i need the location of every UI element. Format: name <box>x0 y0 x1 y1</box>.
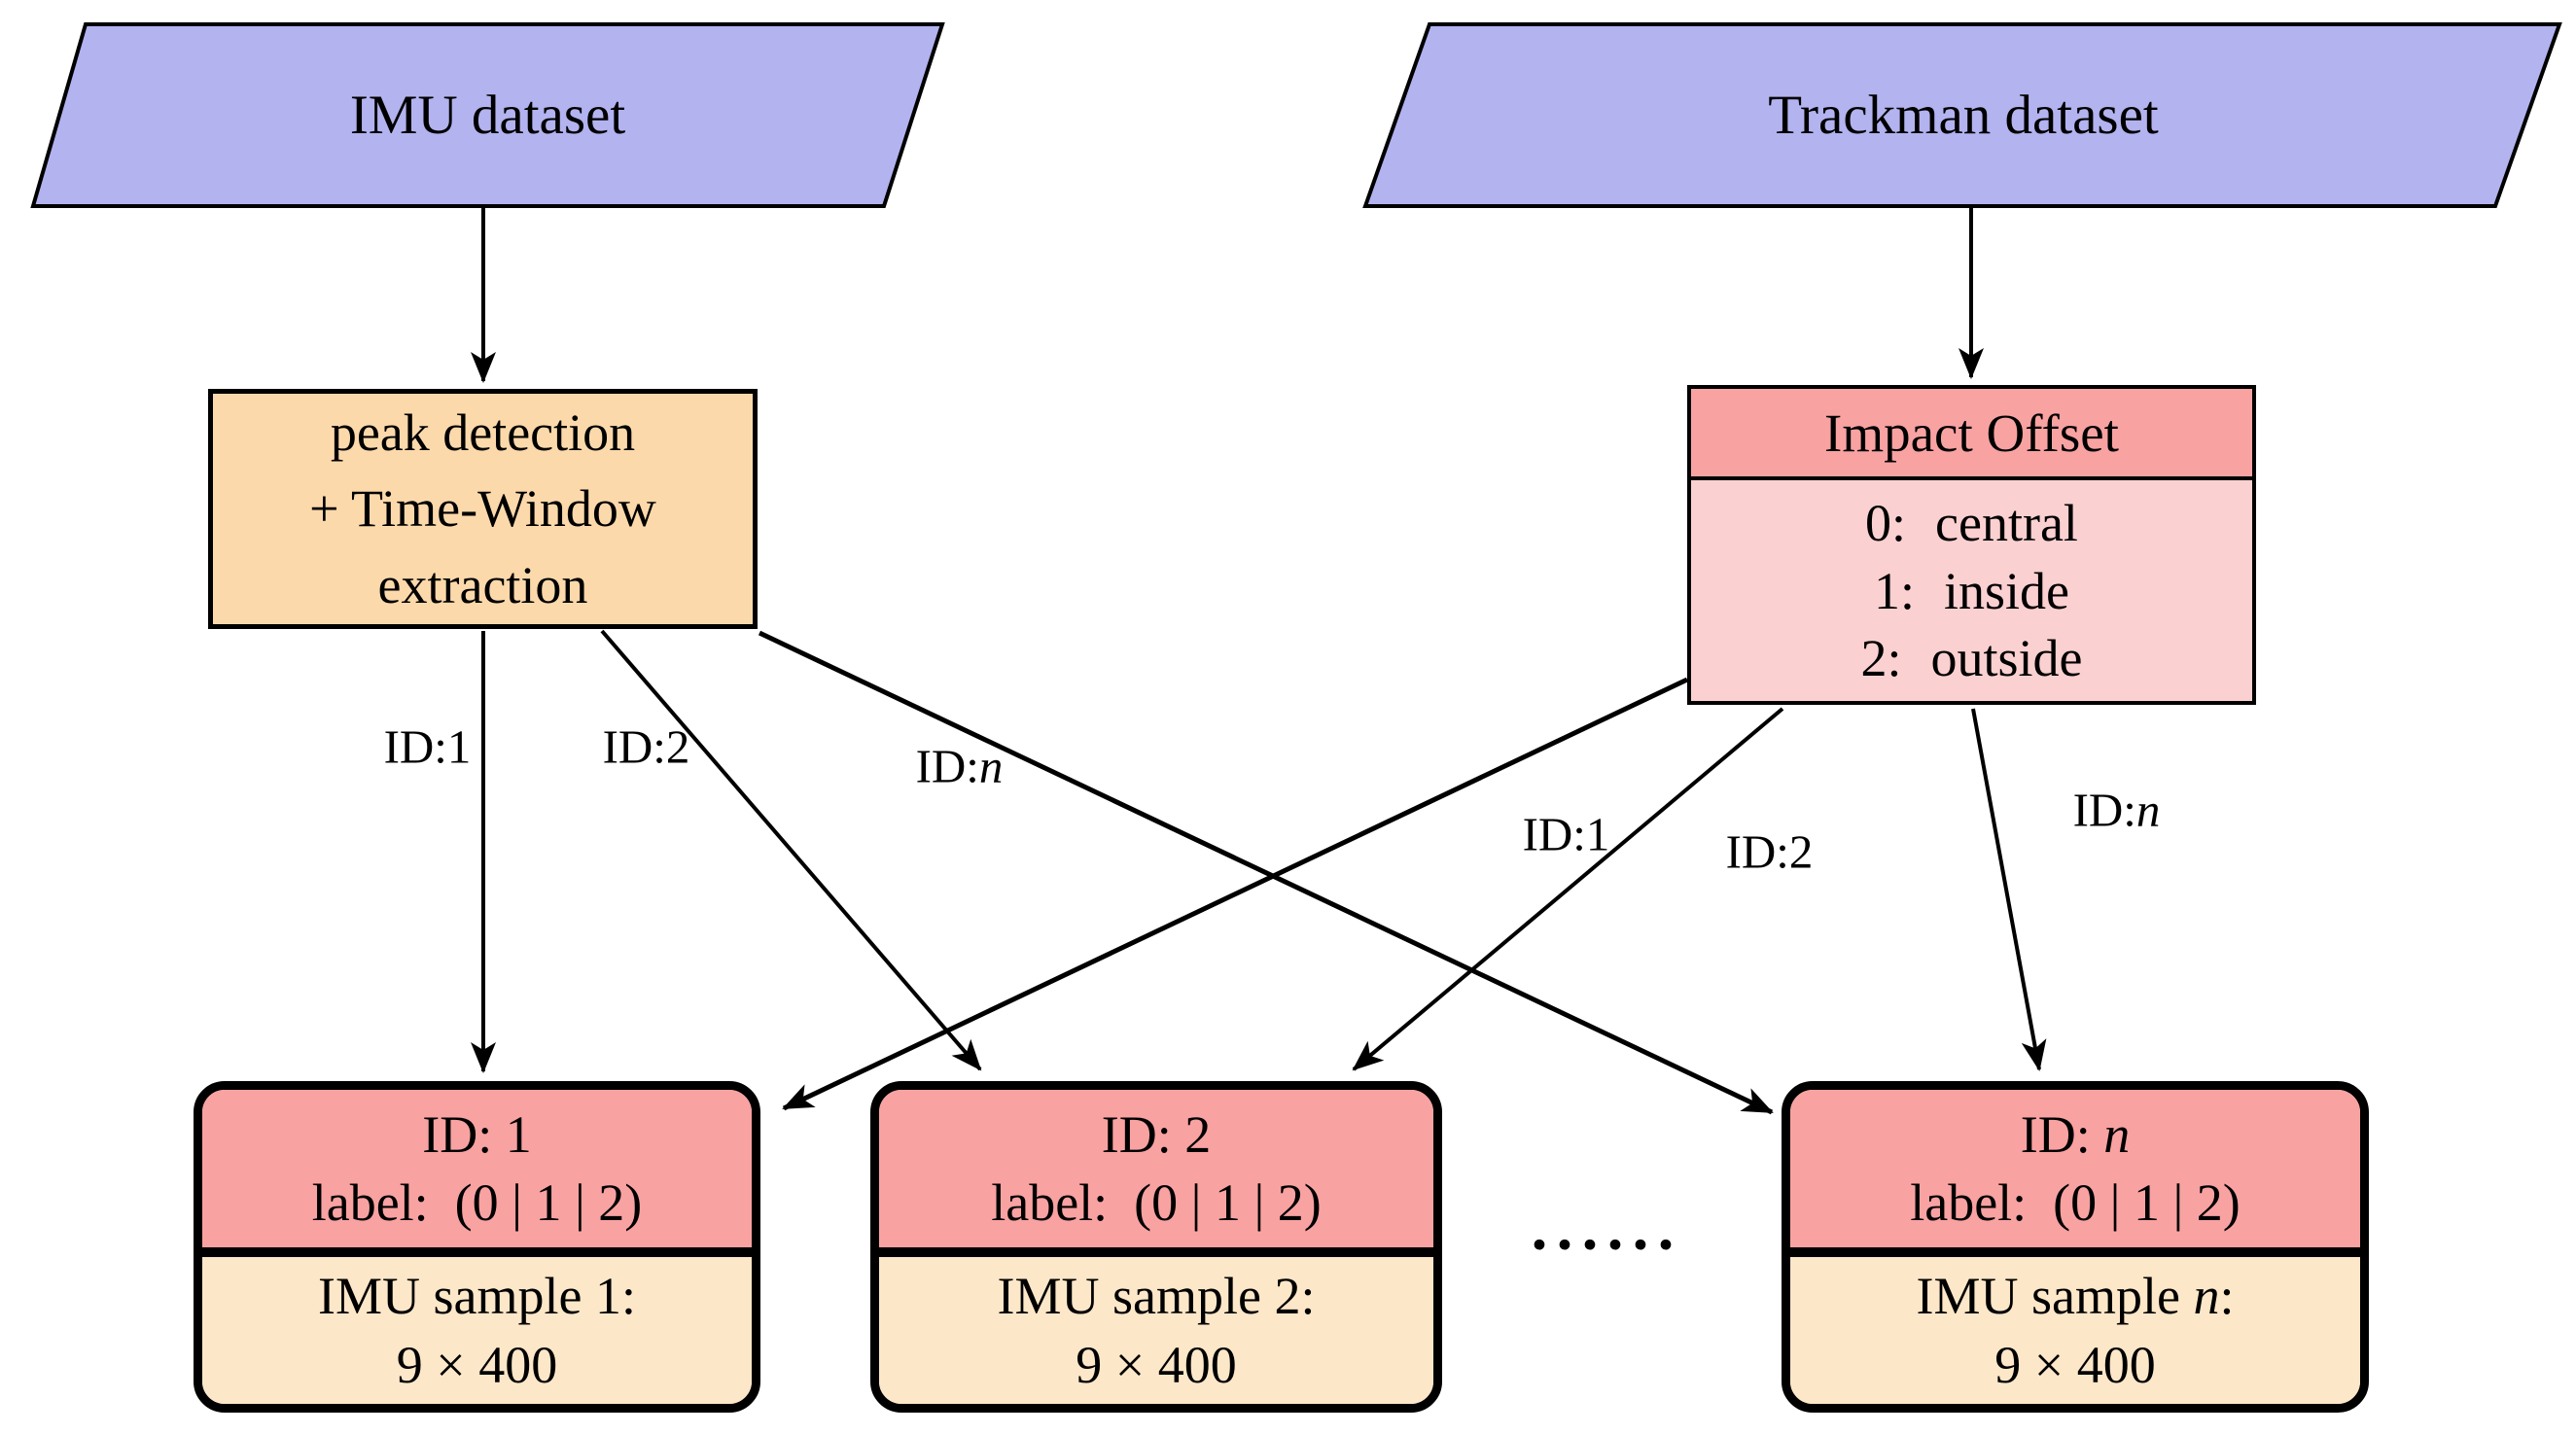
impact-row-num: 1: <box>1873 561 1915 620</box>
sample-box-2-id-section: ID: 2 label: (0 | 1 | 2) <box>879 1090 1433 1247</box>
label-line: label: (0 | 1 | 2) <box>1910 1173 2241 1232</box>
impact-offset-table: Impact Offset 0: central 1: inside 2: ou… <box>1687 385 2256 705</box>
imu-dataset-shape <box>30 22 945 208</box>
edge-label-prefix: ID: <box>915 739 979 793</box>
id-line: ID: 2 <box>1102 1101 1211 1169</box>
trackman-dataset-label: Trackman dataset <box>1768 85 2159 146</box>
trackman-dataset-shape <box>1362 22 2562 208</box>
edge-label-process-id2: ID:2 <box>555 664 690 830</box>
edge-label-process-id1: ID:1 <box>336 664 472 830</box>
impact-row-word: outside <box>1930 628 2083 687</box>
sample-value: 1 <box>594 1267 621 1326</box>
impact-offset-header: Impact Offset <box>1691 389 2252 480</box>
edge-label-impact-idn: ID:n <box>2026 727 2161 893</box>
imu-dataset-label: IMU dataset <box>349 85 626 146</box>
impact-row-central: 0: central <box>1691 493 2252 553</box>
impact-row-word: inside <box>1944 561 2069 620</box>
process-label: peak detection + Time-Window extraction <box>309 403 656 614</box>
id-value: 2 <box>1184 1104 1212 1164</box>
sample-suffix: : <box>620 1267 636 1326</box>
id-line: ID: n <box>2021 1101 2130 1169</box>
edge-label-process-idn: ID:n <box>868 683 1004 850</box>
edge-label-prefix: ID: <box>383 719 447 774</box>
edge-label-prefix: ID: <box>1522 807 1586 861</box>
sample-line: IMU sample 2: <box>998 1262 1316 1330</box>
edge-label-value: 1 <box>1585 807 1610 861</box>
sample-prefix: IMU sample <box>1916 1267 2194 1326</box>
sample-prefix: IMU sample <box>997 1267 1275 1326</box>
impact-row-outside: 2: outside <box>1691 628 2252 688</box>
id-line: ID: 1 <box>422 1101 531 1169</box>
id-prefix: ID: <box>1101 1104 1185 1164</box>
edge-label-prefix: ID: <box>1725 824 1789 879</box>
edge-label-value: 2 <box>1788 824 1814 879</box>
trackman-dataset-node: Trackman dataset <box>1365 24 2561 206</box>
arrow-impact-to-samplen <box>1971 708 2047 1071</box>
edge-label-prefix: ID: <box>2072 783 2136 837</box>
sample-value: 2 <box>1274 1267 1301 1326</box>
id-prefix: ID: <box>2020 1104 2104 1164</box>
edge-label-value: 2 <box>665 719 690 774</box>
sample-line: IMU sample 1: <box>318 1262 636 1330</box>
sample-line: IMU sample n: <box>1917 1262 2235 1330</box>
sample-prefix: IMU sample <box>318 1267 595 1326</box>
edge-label-value: n <box>2135 783 2161 837</box>
sample-box-n-id-section: ID: n label: (0 | 1 | 2) <box>1790 1090 2360 1247</box>
id-value: n <box>2103 1104 2131 1164</box>
impact-offset-title: Impact Offset <box>1824 402 2119 463</box>
arrow-impact-to-sample2 <box>1352 707 1784 1071</box>
edge-label-value: n <box>978 739 1004 793</box>
ellipsis-dots: ······ <box>1528 1209 1681 1280</box>
impact-row-num: 2: <box>1860 628 1902 687</box>
edge-label-value: 1 <box>446 719 472 774</box>
arrow-impact-to-sample1 <box>782 677 1689 1111</box>
sample-box-1-data-section: IMU sample 1: 9 × 400 <box>202 1247 752 1404</box>
edge-label-impact-id1: ID:1 <box>1475 752 1610 918</box>
sample-box-1-id-section: ID: 1 label: (0 | 1 | 2) <box>202 1090 752 1247</box>
process-node: peak detection + Time-Window extraction <box>208 389 758 629</box>
sample-suffix: : <box>1300 1267 1316 1326</box>
sample-box-2-data-section: IMU sample 2: 9 × 400 <box>879 1247 1433 1404</box>
size-line: 9 × 400 <box>1076 1335 1237 1394</box>
sample-box-n-data-section: IMU sample n: 9 × 400 <box>1790 1247 2360 1404</box>
id-prefix: ID: <box>422 1104 506 1164</box>
label-line: label: (0 | 1 | 2) <box>311 1173 643 1232</box>
size-line: 9 × 400 <box>1994 1335 2156 1394</box>
sample-box-n: ID: n label: (0 | 1 | 2) IMU sample n: 9… <box>1782 1081 2369 1413</box>
impact-offset-body: 0: central 1: inside 2: outside <box>1691 480 2252 701</box>
sample-box-1: ID: 1 label: (0 | 1 | 2) IMU sample 1: 9… <box>194 1081 760 1413</box>
impact-row-num: 0: <box>1865 494 1907 553</box>
imu-dataset-node: IMU dataset <box>33 24 942 206</box>
edge-label-prefix: ID: <box>602 719 666 774</box>
sample-box-2: ID: 2 label: (0 | 1 | 2) IMU sample 2: 9… <box>870 1081 1442 1413</box>
size-line: 9 × 400 <box>396 1335 558 1394</box>
label-line: label: (0 | 1 | 2) <box>991 1173 1322 1232</box>
sample-value: n <box>2193 1267 2220 1326</box>
impact-row-word: central <box>1935 494 2078 553</box>
id-value: 1 <box>505 1104 532 1164</box>
edge-label-impact-id2: ID:2 <box>1678 769 1814 935</box>
sample-suffix: : <box>2219 1267 2235 1326</box>
impact-row-inside: 1: inside <box>1691 561 2252 621</box>
arrow-process-to-samplen <box>758 630 1774 1115</box>
arrow-process-to-sample2 <box>600 629 982 1071</box>
